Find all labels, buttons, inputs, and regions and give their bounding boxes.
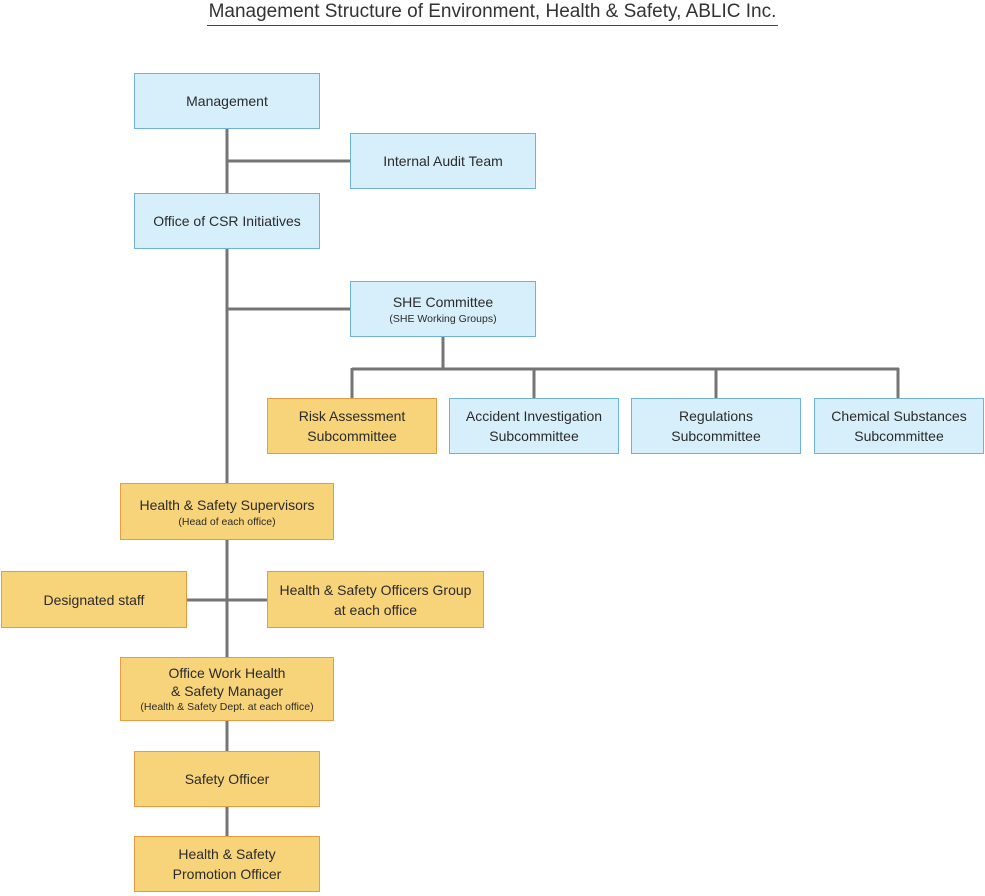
node-accident-investigation-subcommittee: Accident Investigation Subcommittee — [449, 398, 619, 454]
node-sublabel: (Head of each office) — [178, 515, 276, 528]
node-label: Health & Safety Officers Group — [279, 581, 472, 598]
node-regulations-subcommittee: Regulations Subcommittee — [631, 398, 801, 454]
node-she-committee: SHE Committee (SHE Working Groups) — [350, 281, 536, 337]
node-sublabel: (Health & Safety Dept. at each office) — [140, 701, 314, 713]
node-office-work-health-safety-manager: Office Work Health & Safety Manager (Hea… — [120, 657, 334, 721]
node-office-of-csr-initiatives: Office of CSR Initiatives — [134, 193, 320, 249]
node-label-line2: Subcommittee — [489, 428, 579, 444]
node-label: Health & Safety Supervisors — [139, 496, 315, 513]
node-label: Designated staff — [43, 591, 145, 608]
node-label: Chemical Substances — [831, 408, 967, 424]
node-label: Internal Audit Team — [383, 153, 503, 169]
node-label-line2: Promotion Officer — [172, 866, 282, 882]
node-designated-staff: Designated staff — [1, 571, 187, 628]
node-label: Regulations — [679, 408, 753, 424]
node-label-line2: Subcommittee — [307, 428, 397, 444]
node-label: SHE Committee — [392, 294, 494, 310]
node-label: Health & Safety — [178, 846, 276, 862]
chart-title: Management Structure of Environment, Hea… — [206, 0, 779, 26]
node-label: Risk Assessment — [298, 408, 406, 424]
node-label-line2: Subcommittee — [671, 428, 761, 444]
node-health-safety-supervisors: Health & Safety Supervisors (Head of eac… — [120, 483, 334, 540]
node-management: Management — [134, 73, 320, 129]
chart-title-wrap: Management Structure of Environment, Hea… — [0, 0, 985, 26]
node-label: Safety Officer — [184, 771, 270, 787]
node-sublabel: (SHE Working Groups) — [389, 313, 497, 325]
node-label: Office of CSR Initiatives — [153, 213, 301, 229]
node-health-safety-officers-group: Health & Safety Officers Group at each o… — [267, 571, 484, 628]
node-risk-assessment-subcommittee: Risk Assessment Subcommittee — [267, 398, 437, 454]
node-label-line2: at each office — [333, 601, 418, 618]
node-label: Management — [186, 93, 268, 109]
node-label: Office Work Health — [168, 665, 286, 681]
node-internal-audit-team: Internal Audit Team — [350, 133, 536, 189]
node-label-line2: & Safety Manager — [170, 683, 284, 699]
node-health-safety-promotion-officer: Health & Safety Promotion Officer — [134, 836, 320, 892]
node-label: Accident Investigation — [465, 408, 603, 424]
node-safety-officer: Safety Officer — [134, 751, 320, 807]
node-label-line2: Subcommittee — [854, 428, 944, 444]
node-chemical-substances-subcommittee: Chemical Substances Subcommittee — [814, 398, 984, 454]
